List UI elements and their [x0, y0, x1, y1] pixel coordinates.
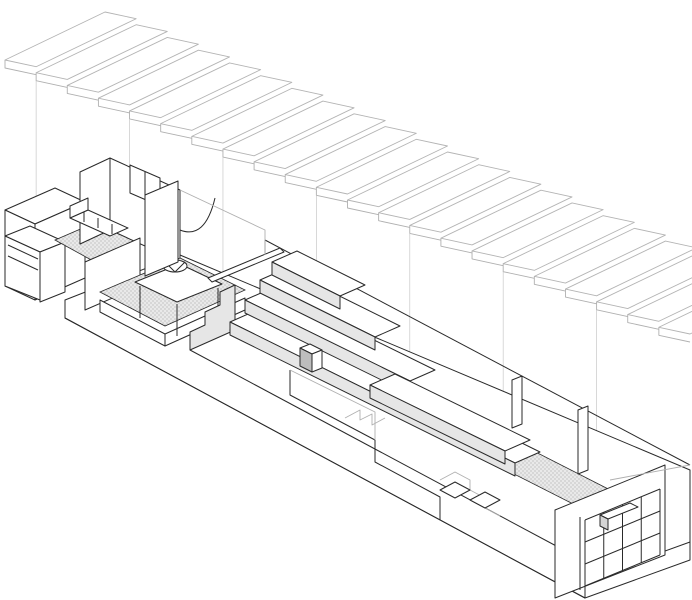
roof-slat	[129, 62, 262, 119]
step-outline	[344, 409, 386, 426]
roof-slat-edge	[658, 327, 691, 343]
roof-slat-edge	[97, 98, 130, 114]
column	[511, 375, 523, 429]
roof-slat-edge	[347, 200, 379, 216]
roof-slat-edge	[191, 136, 224, 152]
roof-slat	[502, 215, 635, 271]
window-grid	[584, 488, 661, 587]
bench-tier-3-front	[259, 279, 376, 351]
cabinet-side	[39, 241, 66, 303]
cabinet-line	[7, 244, 39, 260]
wall-outline	[609, 464, 691, 481]
roof-slat-edge	[66, 85, 99, 101]
perimeter-outline	[179, 189, 691, 481]
roof-slat	[658, 310, 692, 335]
roof-slat-edge	[4, 60, 37, 76]
roof-slat	[35, 24, 168, 80]
building-shell	[64, 239, 691, 599]
roof-slat	[471, 202, 604, 259]
window-transom	[584, 510, 661, 543]
roof-slat	[627, 283, 692, 322]
roof-slat-edge	[378, 212, 410, 228]
roof-slat-edge	[533, 276, 566, 292]
shelf-front	[599, 514, 609, 531]
dining-table-top	[134, 263, 223, 303]
cabinet-line	[7, 255, 39, 271]
stool	[299, 343, 323, 373]
roof-slat-edge	[284, 174, 317, 190]
roof-slat	[565, 240, 692, 297]
roof-slat	[191, 87, 324, 144]
dining-area	[99, 180, 246, 351]
roof-slat	[378, 164, 511, 220]
floating-roof	[4, 11, 692, 343]
entry-block	[4, 187, 86, 303]
slab-edge	[64, 300, 586, 599]
roof-slat	[4, 11, 137, 68]
roof-slat-edge	[253, 161, 286, 177]
roof-slat	[440, 189, 573, 246]
roof-slat	[222, 100, 355, 157]
window-transom	[584, 532, 661, 565]
hanging-cable	[179, 197, 216, 233]
roof-slat	[596, 255, 692, 309]
wall-outline	[179, 189, 266, 255]
roof-slat	[533, 227, 666, 284]
stair-block	[189, 284, 236, 351]
roof-slat	[160, 75, 293, 131]
window-transom	[584, 554, 661, 587]
roof-slat-edge	[627, 314, 659, 330]
storage-column	[144, 180, 179, 277]
facade-shelf	[599, 502, 639, 531]
roof-slat	[97, 49, 230, 106]
roof-slat-edge	[440, 238, 473, 254]
columns	[511, 375, 589, 475]
roof-slat	[253, 113, 386, 169]
roof-slat-edge	[160, 123, 192, 139]
column	[577, 405, 589, 475]
roof-slat	[284, 126, 417, 182]
overhead-beam	[207, 247, 285, 283]
roof-slat-edge	[565, 289, 597, 305]
small-steps	[344, 409, 501, 517]
sofa-back	[69, 197, 89, 219]
roof-slat	[315, 138, 448, 195]
roof-slat	[347, 151, 480, 208]
roof-slat	[66, 37, 199, 93]
window-transom	[584, 488, 661, 521]
step-block	[439, 481, 471, 499]
stool-side	[311, 349, 323, 373]
roof-slat-edge	[471, 250, 504, 267]
roof-slat	[409, 177, 542, 233]
step-block	[469, 491, 501, 509]
front-wall-step	[289, 370, 441, 520]
bench-extension-front	[369, 384, 506, 465]
bench-tier-4-front	[271, 261, 341, 310]
wall-outline	[289, 369, 376, 440]
